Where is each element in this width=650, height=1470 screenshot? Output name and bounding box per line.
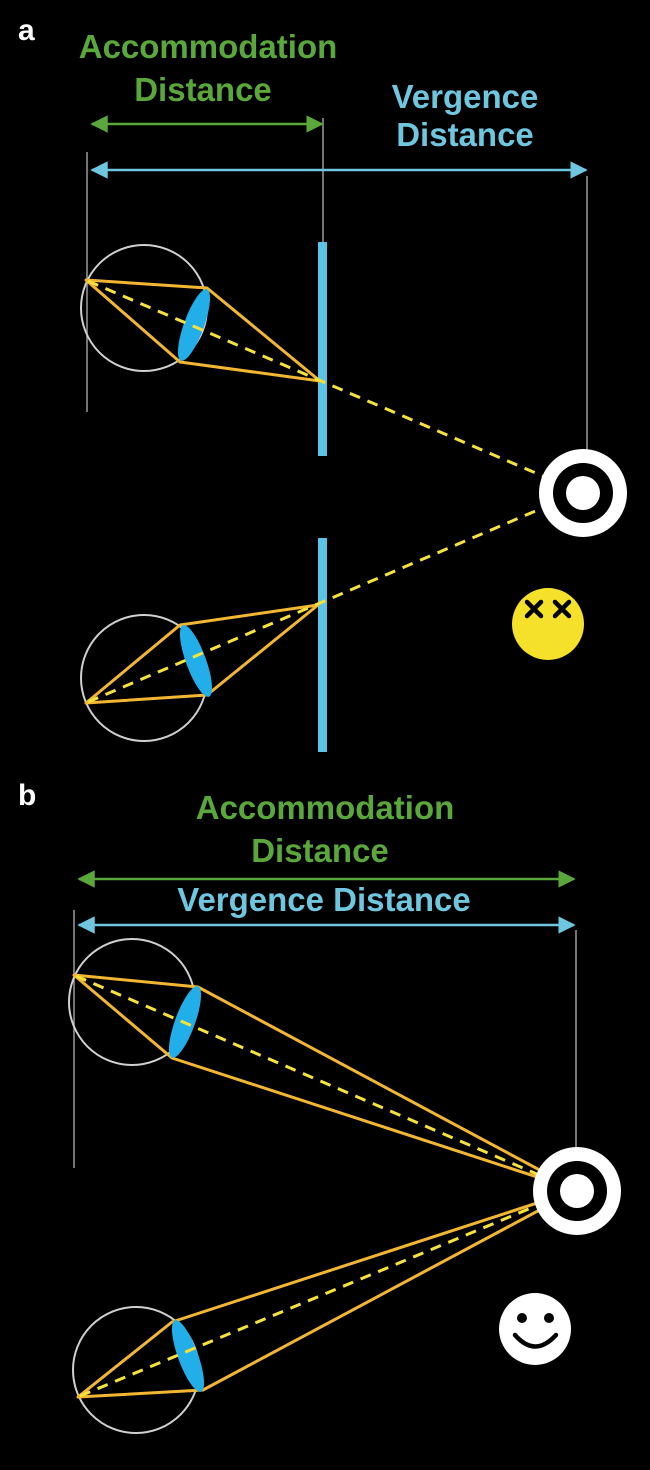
panel-a-target [539, 449, 627, 537]
panel-b-vergence-label: Vergence Distance [177, 881, 471, 918]
panel-b-letter: b [18, 779, 36, 812]
panel-a-accommodation-label-line1: Accommodation [79, 28, 338, 65]
panel-b-bottom-eye [72, 1188, 579, 1434]
eye-lens [171, 1320, 205, 1392]
x-eye-left [524, 599, 544, 619]
panel-a-letter: a [18, 14, 35, 47]
smiley-mouth [512, 1332, 559, 1349]
panel-a: a Accommodation Distance Vergence Distan… [18, 14, 627, 752]
target-center [566, 476, 600, 510]
panel-b-accommodation-label-line1: Accommodation [196, 789, 455, 826]
panel-a-accommodation-label-line2: Distance [134, 71, 272, 108]
sight-line [79, 1188, 575, 1398]
sight-line [87, 279, 581, 494]
panel-b-accommodation-label-line2: Distance [251, 832, 389, 869]
panel-b-top-eye [68, 938, 579, 1192]
face-circle [512, 588, 584, 660]
panel-a-vergence-label-line1: Vergence [392, 78, 539, 115]
target-center [560, 1174, 594, 1208]
smiley-eye-right [544, 1313, 554, 1323]
eye-lens [179, 625, 213, 697]
x-eye-right [552, 599, 572, 619]
smiley-eye-left [517, 1313, 527, 1323]
sight-line [75, 974, 575, 1192]
panel-a-vergence-label-line2: Distance [396, 116, 534, 153]
smiley-face-icon [499, 1293, 571, 1365]
panel-b: b Accommodation Distance Vergence Distan… [18, 779, 621, 1434]
panel-a-display-screen-top [318, 242, 327, 456]
panel-a-display-screen-bottom [318, 538, 327, 752]
dizzy-face-icon [512, 588, 584, 660]
sight-line [87, 490, 581, 704]
panel-b-target [533, 1147, 621, 1235]
panel-a-bottom-eye [80, 490, 581, 742]
face-circle [499, 1293, 571, 1365]
panel-a-top-eye [80, 244, 581, 494]
